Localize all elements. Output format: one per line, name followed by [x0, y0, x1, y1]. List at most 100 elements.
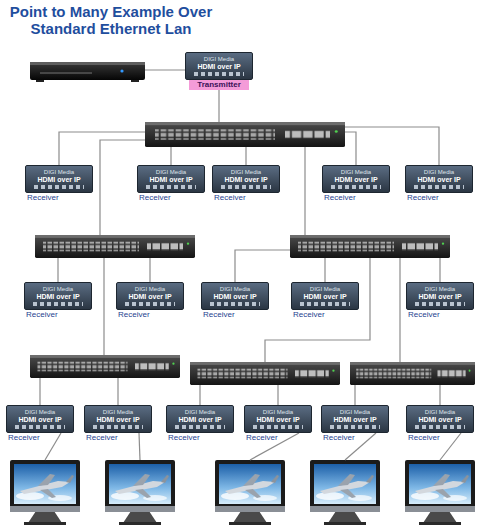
- network-cable: [265, 258, 370, 362]
- player-foot: [131, 80, 139, 82]
- network-cable: [439, 385, 440, 405]
- network-cable: [354, 385, 355, 405]
- brand-name: DIGI Media: [103, 409, 133, 416]
- brand-name: DIGI Media: [263, 409, 293, 416]
- network-cable: [345, 127, 439, 165]
- brand-name: DIGI Media: [424, 169, 454, 176]
- network-cable: [117, 378, 118, 405]
- device-label: Receiver: [168, 433, 200, 443]
- network-cable: [103, 258, 104, 355]
- network-cable: [245, 147, 246, 165]
- tv-screen: [310, 460, 380, 525]
- receiver-device: DIGI MediaHDMI over IPReceiver: [25, 165, 93, 203]
- product-name: HDMI over IP: [128, 293, 171, 301]
- device-body: DIGI MediaHDMI over IP: [25, 165, 93, 193]
- device-label: Receiver: [139, 193, 171, 203]
- disc-slot: [40, 72, 92, 74]
- device-label: Receiver: [407, 193, 439, 203]
- brand-name: DIGI Media: [340, 409, 370, 416]
- product-name: HDMI over IP: [303, 293, 346, 301]
- product-name: HDMI over IP: [256, 416, 299, 424]
- network-cable: [145, 69, 185, 70]
- receiver-device: DIGI MediaHDMI over IPReceiver: [406, 282, 474, 320]
- device-body: DIGI MediaHDMI over IP: [84, 405, 152, 433]
- product-name: HDMI over IP: [149, 176, 192, 184]
- device-label: Receiver: [26, 310, 58, 320]
- brand-name: DIGI Media: [185, 409, 215, 416]
- brand-name: DIGI Media: [231, 169, 261, 176]
- network-cable: [45, 433, 61, 460]
- product-name: HDMI over IP: [417, 176, 460, 184]
- brand-name: DIGI Media: [310, 286, 340, 293]
- receiver-device: DIGI MediaHDMI over IPReceiver: [406, 405, 474, 443]
- player-foot: [36, 80, 44, 82]
- brand-name: DIGI Media: [25, 409, 55, 416]
- product-name: HDMI over IP: [37, 176, 80, 184]
- receiver-device: DIGI MediaHDMI over IPReceiver: [321, 405, 389, 443]
- device-body: DIGI MediaHDMI over IP: [201, 282, 269, 310]
- device-body: DIGI MediaHDMI over IP: [321, 405, 389, 433]
- diagram-title: Point to Many Example Over Standard Ethe…: [5, 3, 217, 37]
- device-label: Receiver: [8, 433, 40, 443]
- network-cable: [304, 147, 305, 235]
- brand-name: DIGI Media: [156, 169, 186, 176]
- network-cable: [324, 258, 325, 282]
- product-name: HDMI over IP: [36, 293, 79, 301]
- product-name: HDMI over IP: [197, 63, 240, 71]
- product-name: HDMI over IP: [96, 416, 139, 424]
- brand-name: DIGI Media: [220, 286, 250, 293]
- network-switch: [30, 355, 180, 378]
- player-body: [30, 62, 145, 80]
- brand-name: DIGI Media: [43, 286, 73, 293]
- network-switch: [350, 362, 475, 385]
- device-body: DIGI MediaHDMI over IP: [116, 282, 184, 310]
- network-cable: [440, 433, 461, 460]
- network-cable: [439, 258, 440, 282]
- brand-name: DIGI Media: [44, 169, 74, 176]
- receiver-device: DIGI MediaHDMI over IP Receiver: [291, 282, 359, 320]
- device-label: Receiver: [86, 433, 118, 443]
- receiver-device: DIGI MediaHDMI over IPReceiver: [201, 282, 269, 320]
- product-name: HDMI over IP: [418, 293, 461, 301]
- product-name: HDMI over IP: [333, 416, 376, 424]
- device-body: DIGI MediaHDMI over IP: [322, 165, 390, 193]
- network-switch: [145, 122, 345, 147]
- receiver-device: DIGI MediaHDMI over IPReceiver: [116, 282, 184, 320]
- device-label: Receiver: [246, 433, 278, 443]
- device-body: DIGI MediaHDMI over IP: [406, 282, 474, 310]
- device-body: DIGI MediaHDMI over IP: [244, 405, 312, 433]
- network-switch: [35, 235, 195, 258]
- product-name: HDMI over IP: [418, 416, 461, 424]
- brand-name: DIGI Media: [425, 409, 455, 416]
- tv-screen: [105, 460, 175, 525]
- device-body: DIGI MediaHDMI over IP: [24, 282, 92, 310]
- network-cable: [218, 90, 219, 122]
- tv-screen: [405, 460, 475, 525]
- device-label: Receiver: [293, 310, 325, 320]
- network-cable: [59, 132, 145, 165]
- device-body: DIGI MediaHDMI over IP: [405, 165, 473, 193]
- network-switch: [190, 362, 340, 385]
- network-cable: [199, 385, 200, 405]
- receiver-device: DIGI MediaHDMI over IPReceiver: [24, 282, 92, 320]
- device-label: Receiver: [324, 193, 356, 203]
- receiver-device: DIGI MediaHDMI over IPReceiver: [6, 405, 74, 443]
- bluray-player: [30, 62, 145, 82]
- product-name: HDMI over IP: [334, 176, 377, 184]
- network-cable: [39, 378, 40, 405]
- network-cable: [170, 147, 171, 165]
- device-label: Receiver: [27, 193, 59, 203]
- receiver-device: DIGI MediaHDMI over IPReceiver: [137, 165, 205, 203]
- network-cable: [149, 258, 150, 282]
- device-body: DIGI MediaHDMI over IP: [137, 165, 205, 193]
- network-cable: [277, 385, 278, 405]
- receiver-device: DIGI MediaHDMI over IPReceiver: [405, 165, 473, 203]
- network-cable: [235, 250, 290, 282]
- network-cable: [399, 258, 400, 362]
- device-body: DIGI MediaHDMI over IP: [185, 52, 253, 80]
- transmitter-device: DIGI MediaHDMI over IPTransmitter: [185, 52, 253, 90]
- receiver-device: DIGI MediaHDMI over IPReceiver: [322, 165, 390, 203]
- brand-name: DIGI Media: [204, 56, 234, 63]
- tv-screen: [215, 460, 285, 525]
